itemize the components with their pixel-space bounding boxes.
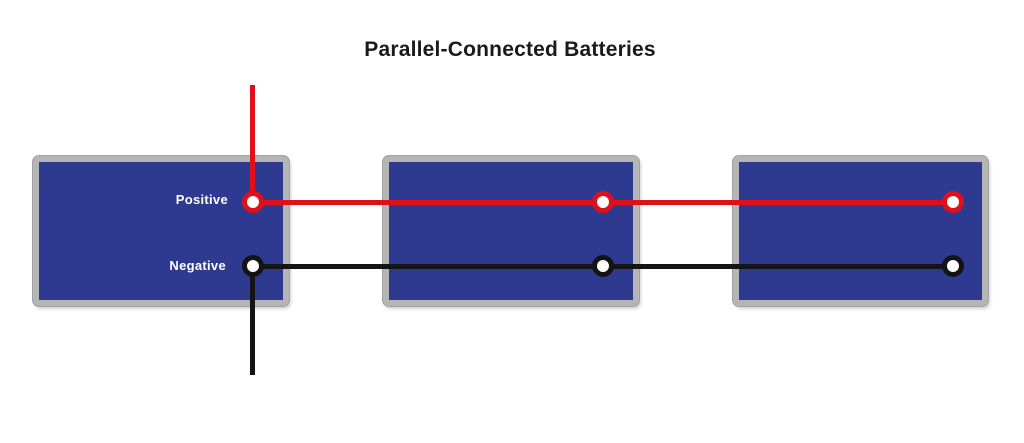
battery-2-positive-terminal [592, 191, 614, 213]
page-title: Parallel-Connected Batteries [364, 38, 656, 61]
positive-terminal-label: Positive [175, 192, 228, 207]
battery-3-negative-terminal [942, 255, 964, 277]
positive-lead-wire [250, 85, 255, 204]
negative-lead-wire [250, 265, 255, 375]
battery-1-positive-terminal [242, 191, 264, 213]
battery-3-positive-terminal [942, 191, 964, 213]
battery-3 [733, 156, 988, 306]
battery-1-negative-terminal [242, 255, 264, 277]
battery-2-negative-terminal [592, 255, 614, 277]
negative-terminal-label: Negative [169, 258, 226, 273]
battery-2 [383, 156, 639, 306]
battery-1 [33, 156, 289, 306]
